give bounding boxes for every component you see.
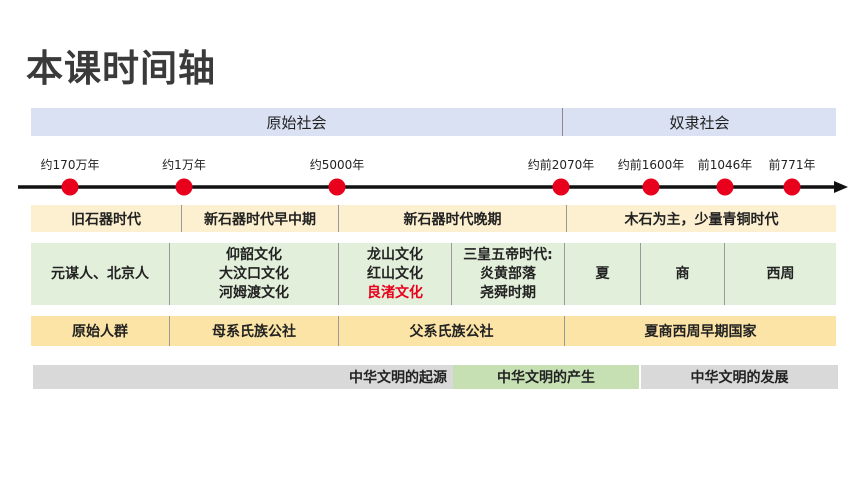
culture-label-highlight: 良渚文化	[367, 284, 423, 301]
culture-label: 红山文化	[367, 265, 423, 282]
time-label: 约1万年	[162, 158, 206, 172]
civilization-birth: 中华文明的产生	[453, 365, 639, 389]
culture-label: 大汶口文化	[219, 265, 289, 282]
society-label: 夏商西周早期国家	[644, 324, 757, 340]
stage-late-neolithic: 新石器时代晚期	[338, 205, 566, 232]
stage-bronze-age: 木石为主，少量青铜时代	[566, 205, 836, 232]
time-label: 前771年	[768, 158, 816, 172]
stage-label: 新石器时代早中期	[204, 211, 316, 228]
culture-cell-western-zhou: 西周	[724, 243, 836, 305]
timeline-dot	[783, 178, 801, 196]
society-label: 母系氏族公社	[212, 324, 296, 340]
stage-label: 新石器时代晚期	[403, 211, 502, 228]
culture-cell-early-neolithic: 仰韶文化 大汶口文化 河姆渡文化	[169, 243, 338, 305]
culture-label: 三皇五帝时代:	[463, 246, 553, 263]
era-label: 原始社会	[266, 113, 327, 132]
society-label: 父系氏族公社	[409, 324, 494, 340]
society-matriarchal: 母系氏族公社	[169, 316, 338, 346]
culture-label: 龙山文化	[367, 246, 423, 263]
timeline-dot	[552, 178, 570, 196]
civilization-label: 中华文明的起源	[349, 370, 447, 386]
era-primitive-society: 原始社会	[31, 108, 562, 136]
page-title: 本课时间轴	[26, 47, 216, 90]
time-label: 约170万年	[40, 158, 100, 172]
era-label: 奴隶社会	[669, 113, 730, 132]
culture-cell-legendary-era: 三皇五帝时代: 炎黄部落 尧舜时期	[451, 243, 564, 305]
stage-paleolithic: 旧石器时代	[31, 205, 181, 232]
culture-cell-early-humans: 元谋人、北京人	[31, 243, 169, 305]
era-slave-society: 奴隶社会	[562, 108, 836, 136]
time-label: 前1046年	[697, 158, 753, 172]
society-label: 原始人群	[72, 324, 128, 340]
timeline-dot	[328, 178, 346, 196]
time-label: 约前2070年	[527, 158, 595, 172]
time-label: 约前1600年	[617, 158, 685, 172]
timeline-dot	[716, 178, 734, 196]
society-primitive-group: 原始人群	[31, 316, 169, 346]
civilization-origin: 中华文明的起源	[33, 365, 453, 389]
culture-cell-xia: 夏	[564, 243, 640, 305]
stage-label: 木石为主，少量青铜时代	[624, 211, 779, 228]
culture-label: 炎黄部落	[480, 265, 536, 282]
stage-early-neolithic: 新石器时代早中期	[181, 205, 338, 232]
civilization-development: 中华文明的发展	[641, 365, 838, 389]
time-label: 约5000年	[309, 158, 365, 172]
society-early-states: 夏商西周早期国家	[564, 316, 836, 346]
culture-label: 尧舜时期	[480, 284, 536, 301]
civilization-label: 中华文明的产生	[497, 370, 595, 386]
timeline-dot	[175, 178, 193, 196]
timeline-dot	[642, 178, 660, 196]
culture-label: 夏	[595, 265, 610, 282]
society-patriarchal: 父系氏族公社	[338, 316, 564, 346]
culture-label: 商	[675, 265, 690, 282]
timeline-dot	[61, 178, 79, 196]
stage-label: 旧石器时代	[71, 211, 141, 228]
culture-label: 元谋人、北京人	[51, 265, 149, 282]
culture-cell-late-neolithic: 龙山文化 红山文化 良渚文化	[338, 243, 451, 305]
timeline-axis	[18, 181, 848, 193]
culture-label: 仰韶文化	[226, 246, 282, 263]
culture-label: 西周	[766, 265, 795, 282]
arrow-head-icon	[834, 181, 848, 193]
culture-label: 河姆渡文化	[219, 284, 289, 301]
civilization-label: 中华文明的发展	[690, 370, 789, 386]
culture-cell-shang: 商	[640, 243, 724, 305]
